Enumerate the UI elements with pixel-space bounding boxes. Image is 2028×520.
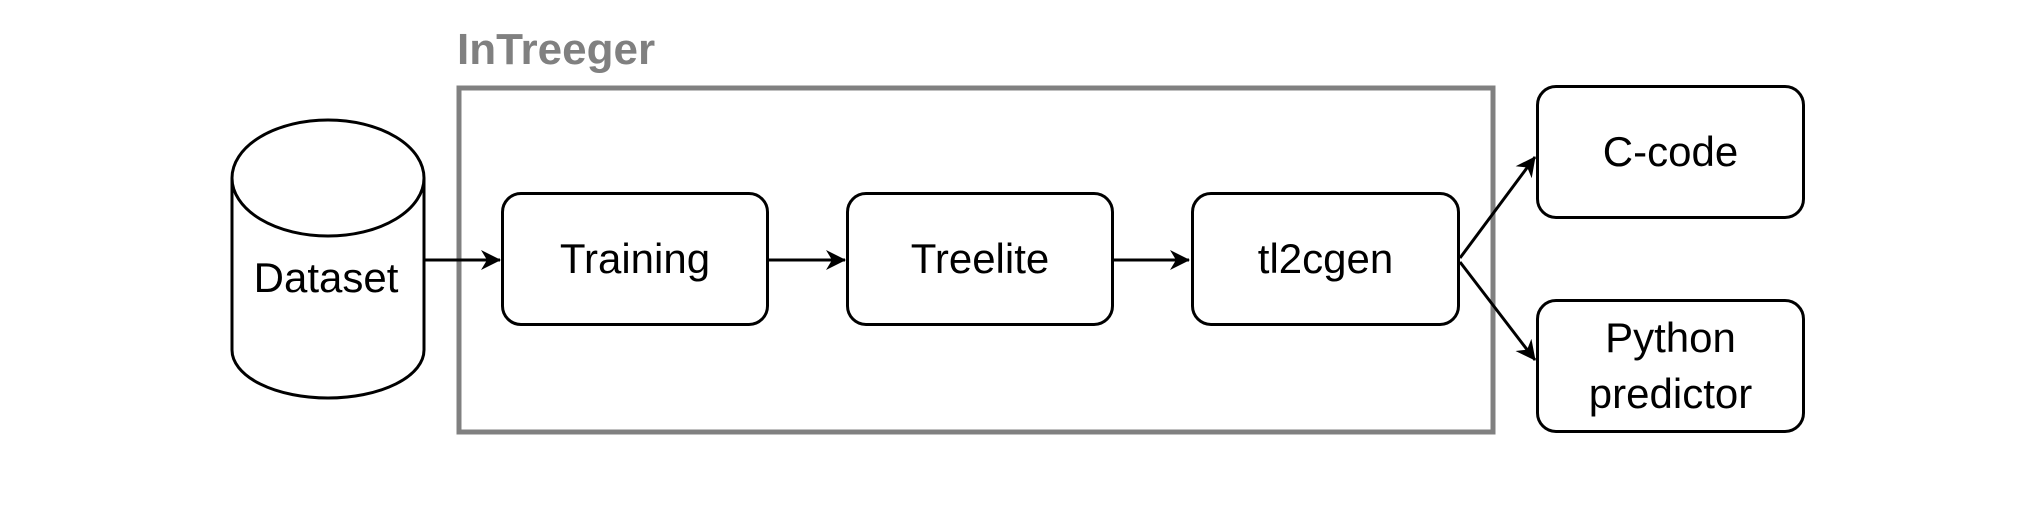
c-code-output-node: C-code	[1536, 85, 1805, 219]
python-predictor-output-node: Python predictor	[1536, 299, 1805, 433]
edge-tl2cgen-to-python-predictor	[1458, 261, 1537, 361]
dataset-label: Dataset	[253, 254, 399, 301]
tl2cgen-node: tl2cgen	[1191, 192, 1460, 326]
training-node: Training	[501, 192, 769, 326]
treelite-node: Treelite	[846, 192, 1114, 326]
edge-tl2cgen-to-c-code	[1458, 156, 1537, 259]
intreeger-container-title: InTreeger	[457, 25, 656, 74]
dataset-cylinder	[230, 118, 426, 400]
